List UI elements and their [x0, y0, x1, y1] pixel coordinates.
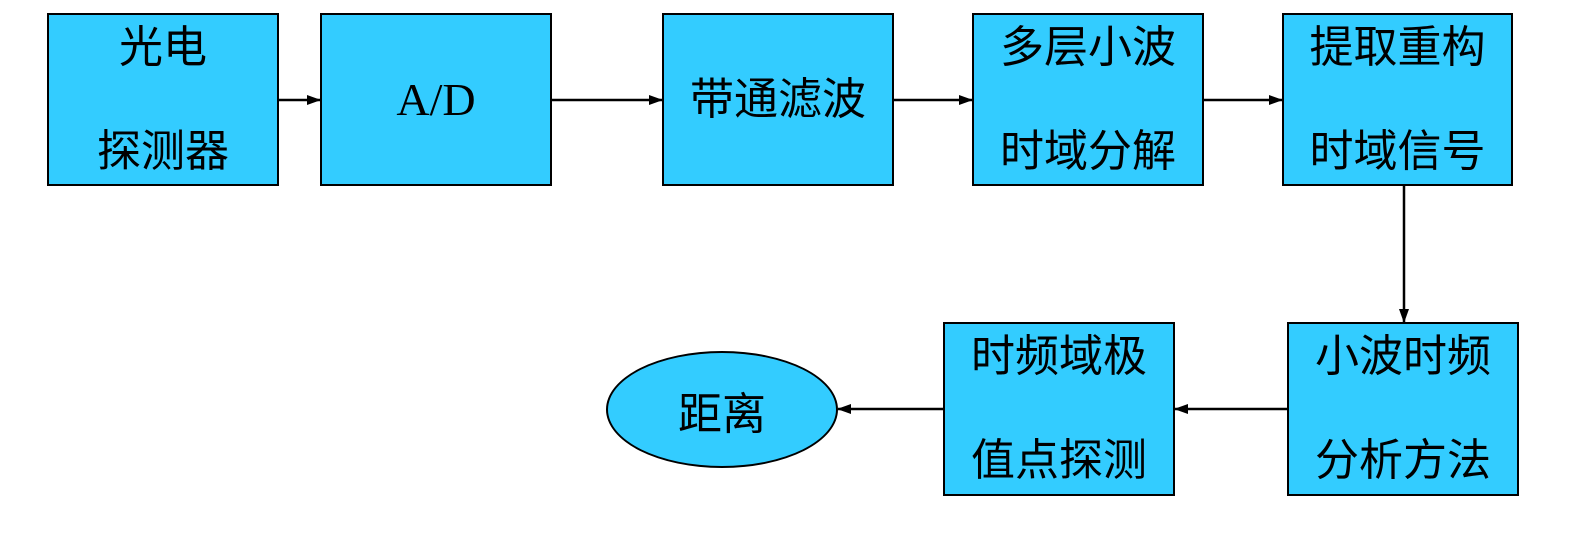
node-reconstruct-signal-label: 提取重构 时域信号: [1310, 0, 1486, 230]
node-ad-converter-label: A/D: [396, 73, 476, 125]
node-ad-converter: A/D: [320, 13, 552, 186]
node-photodetector-label: 光电 探测器: [97, 0, 229, 230]
node-wavelet-decomposition-line2: 时域分解: [1000, 125, 1176, 177]
node-reconstruct-signal-line2: 时域信号: [1309, 125, 1486, 177]
node-bandpass-filter: 带通滤波: [662, 13, 894, 186]
node-wavelet-decomposition-label: 多层小波 时域分解: [1000, 0, 1176, 230]
node-reconstruct-signal: 提取重构 时域信号: [1282, 13, 1513, 186]
node-photodetector-line2: 探测器: [97, 125, 229, 177]
node-reconstruct-signal-line1: 提取重构: [1309, 21, 1486, 73]
node-photodetector-line1: 光电: [119, 21, 207, 73]
node-distance-label: 距离: [678, 388, 766, 440]
node-extremum-detection: 时频域极 值点探测: [943, 322, 1175, 496]
node-distance: 距离: [606, 351, 838, 468]
node-wavelet-tf-method-line1: 小波时频: [1315, 331, 1491, 382]
node-wavelet-tf-method: 小波时频 分析方法: [1287, 322, 1519, 496]
node-wavelet-tf-method-line2: 分析方法: [1315, 435, 1491, 486]
node-wavelet-decomposition-line1: 多层小波: [1000, 21, 1176, 73]
node-photodetector: 光电 探测器: [47, 13, 279, 186]
flowchart-canvas: 光电 探测器 A/D 带通滤波 多层小波 时域分解 提取重构 时域信号 小波时频…: [47, 13, 1519, 496]
node-extremum-detection-label: 时频域极 值点探测: [971, 279, 1147, 539]
node-extremum-detection-line1: 时频域极: [971, 331, 1147, 382]
node-wavelet-tf-method-label: 小波时频 分析方法: [1315, 279, 1491, 539]
node-bandpass-filter-label: 带通滤波: [690, 73, 866, 125]
node-wavelet-decomposition: 多层小波 时域分解: [972, 13, 1204, 186]
node-extremum-detection-line2: 值点探测: [971, 435, 1147, 486]
